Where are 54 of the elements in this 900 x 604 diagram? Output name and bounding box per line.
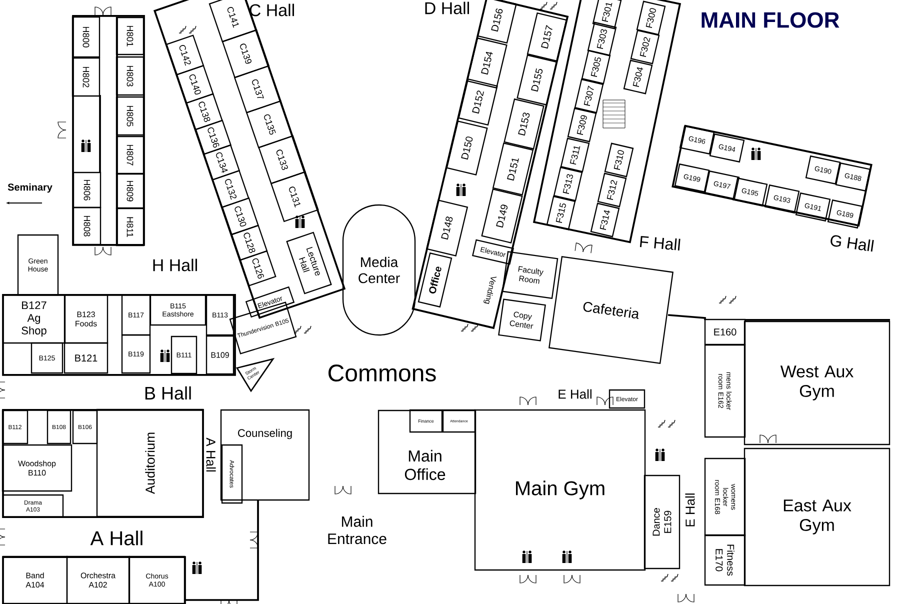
room-box: H801 bbox=[116, 16, 144, 56]
room-box: Main Gym bbox=[474, 409, 646, 571]
room-box: F314 bbox=[590, 202, 620, 238]
hall-name: E Hall bbox=[558, 389, 592, 399]
room-box: F311 bbox=[560, 138, 590, 172]
room-box: F315 bbox=[546, 196, 576, 230]
direction-label: Seminary bbox=[8, 183, 52, 193]
room-box: West Aux Gym bbox=[744, 320, 890, 446]
room-box: East Aux Gym bbox=[744, 448, 890, 586]
room-box: F300 bbox=[636, 0, 666, 36]
hall-name: E Hall bbox=[685, 494, 695, 526]
room-box: F313 bbox=[553, 166, 583, 202]
room-box: F307 bbox=[574, 78, 604, 114]
room-box: H802 bbox=[72, 57, 100, 97]
room-box: F305 bbox=[581, 50, 611, 84]
room-box: F309 bbox=[567, 108, 597, 142]
hall-name: H Hall bbox=[153, 258, 197, 272]
room-box: Auditorium bbox=[96, 408, 204, 518]
hall-name: B Hall bbox=[145, 386, 191, 400]
room-box: F304 bbox=[623, 60, 653, 94]
room-box: D152 bbox=[458, 78, 498, 126]
hall-name: F Hall bbox=[640, 236, 680, 250]
area-label: Main Entrance bbox=[328, 516, 386, 544]
room-box: F302 bbox=[630, 30, 660, 64]
hall-name: A Hall bbox=[206, 438, 216, 472]
room-box: D156 bbox=[477, 0, 517, 44]
room-box: H807 bbox=[116, 136, 144, 174]
room-box: E160 bbox=[704, 318, 746, 346]
room-box: F312 bbox=[597, 172, 627, 208]
room-box: C142 bbox=[166, 34, 204, 76]
room-box: H806 bbox=[72, 172, 102, 208]
hall-name: A Hall bbox=[90, 530, 142, 546]
room-box: H800 bbox=[72, 16, 100, 58]
room-box: Lecture Hall bbox=[286, 232, 332, 294]
room-box: H811 bbox=[116, 208, 144, 246]
room-box: B121 bbox=[64, 342, 108, 374]
room-box: H803 bbox=[116, 56, 144, 96]
room-box: F310 bbox=[604, 142, 634, 178]
area-label: Commons bbox=[328, 364, 436, 382]
room-box: F301 bbox=[592, 0, 622, 30]
hall-name: D Hall bbox=[425, 2, 469, 14]
room-box: H808 bbox=[72, 206, 102, 246]
room-box: C133 bbox=[258, 135, 306, 184]
room-box: F303 bbox=[587, 22, 617, 56]
room-box: B127 Ag Shop bbox=[2, 294, 66, 344]
hall-name: G Hall bbox=[830, 235, 874, 252]
rounded-room-box: Media Center bbox=[342, 204, 416, 336]
room-box: Fitness E170 bbox=[704, 534, 746, 586]
room-box: C137 bbox=[234, 65, 282, 114]
room-box: C135 bbox=[246, 100, 294, 148]
room-box: Dance E159 bbox=[644, 474, 680, 570]
room-box: H809 bbox=[116, 173, 144, 209]
room-box: H805 bbox=[116, 96, 144, 136]
title: MAIN FLOOR bbox=[702, 12, 840, 28]
